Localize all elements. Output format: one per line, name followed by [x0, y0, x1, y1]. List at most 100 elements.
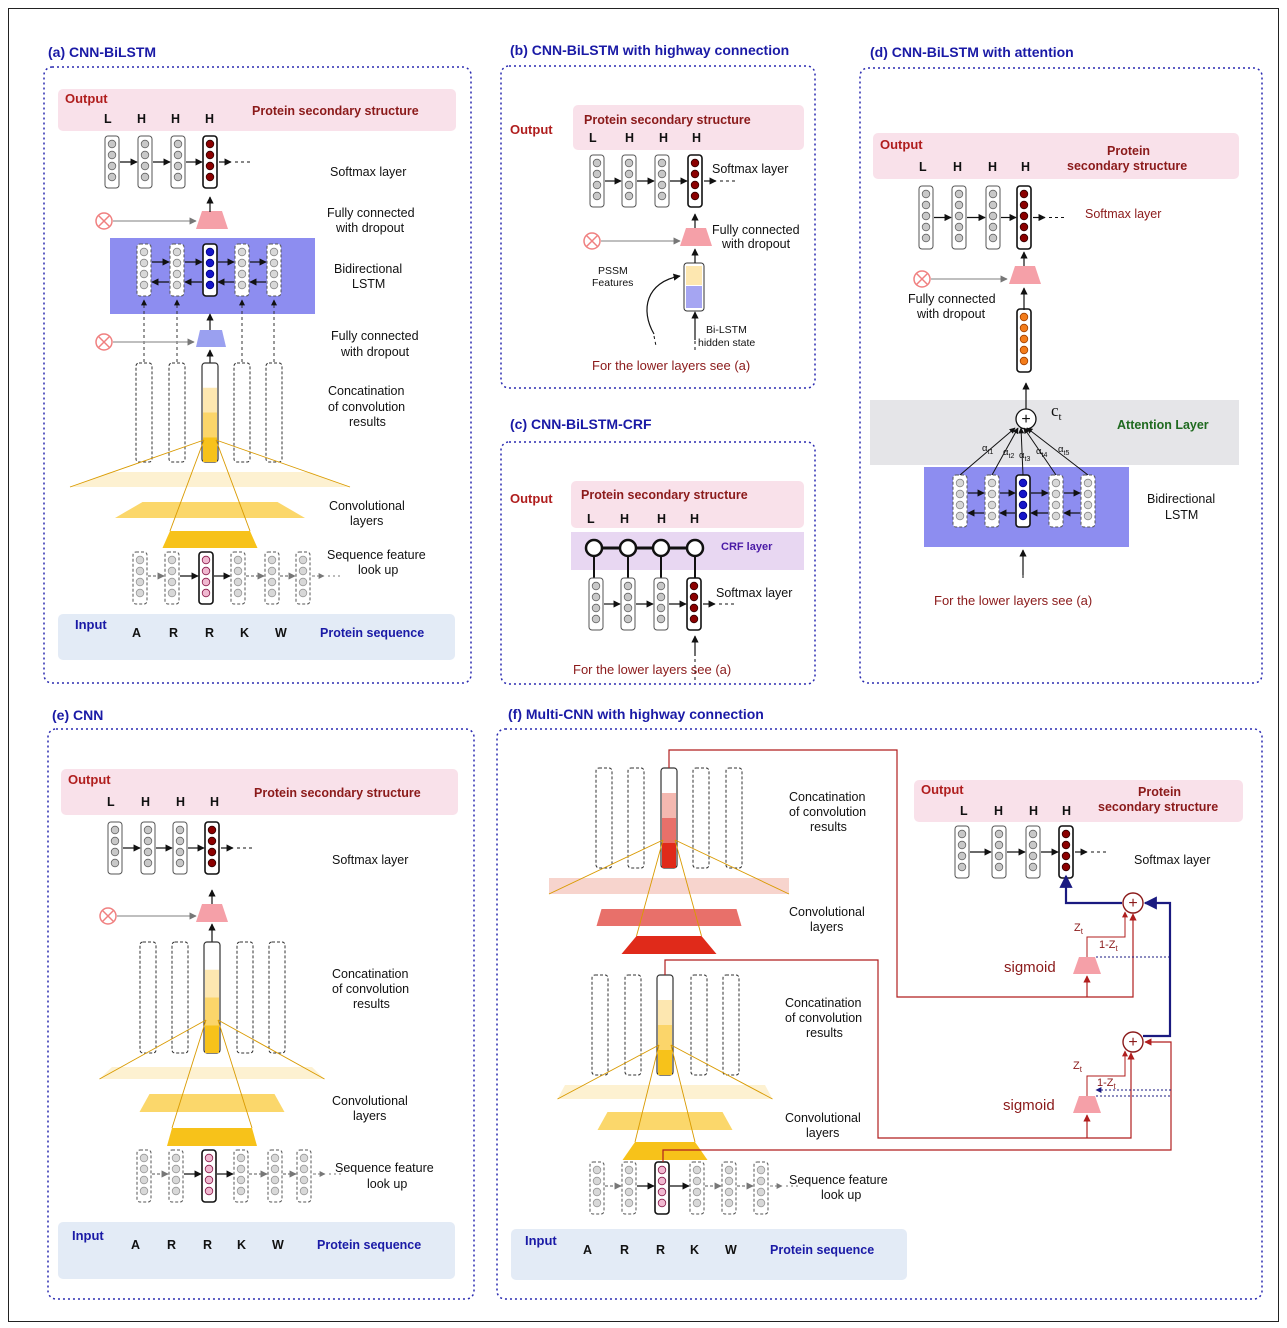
vector-unit [173, 139, 183, 149]
vector-unit [139, 269, 149, 279]
vector-unit [957, 829, 967, 839]
receptive-line [670, 1044, 696, 1143]
input-letter: W [275, 626, 287, 640]
fc-label-1: Fully connected [327, 206, 415, 220]
attention-arrow [959, 427, 1016, 476]
panel-f-border [496, 728, 1263, 1300]
vector-unit [656, 581, 666, 591]
highway-blue-line [1143, 896, 1172, 1038]
conv-layer [167, 1128, 257, 1146]
output-letter: H [620, 512, 629, 526]
receptive-line [217, 1019, 253, 1129]
vector-unit [624, 1165, 634, 1175]
context-vector [1016, 308, 1032, 373]
concat-vector [595, 767, 613, 869]
vector-unit [994, 851, 1004, 861]
seq-label-1: Sequence feature [327, 548, 426, 562]
lower-layers-note: For the lower layers see (a) [592, 358, 750, 373]
dropout-icon [95, 212, 113, 230]
vector-unit [1083, 500, 1093, 510]
vector-unit [139, 1164, 149, 1174]
pssm-label-2: Features [592, 277, 633, 289]
vector-unit [139, 280, 149, 290]
vector-unit [623, 614, 633, 624]
vector-unit [110, 847, 120, 857]
ct-label: ct [1051, 401, 1062, 423]
vector-unit [957, 840, 967, 850]
panel-d: (d) CNN-BiLSTM with attention Output Pro… [859, 44, 1263, 684]
vector-unit [921, 200, 931, 210]
vector-unit [756, 1198, 766, 1208]
concat-segment [662, 818, 676, 843]
conv-layer [99, 1067, 325, 1079]
panel-b: (b) CNN-BiLSTM with highway connection O… [500, 42, 816, 389]
input-letter: W [272, 1238, 284, 1252]
alpha-weight: αt1 [982, 443, 993, 456]
vector-unit [298, 555, 308, 565]
output-letter: H [994, 804, 1003, 818]
output-band [58, 89, 456, 131]
vector-unit [269, 269, 279, 279]
vector-unit [657, 1165, 667, 1175]
vector-unit [269, 258, 279, 268]
input-letter: R [656, 1243, 665, 1257]
vector-unit [591, 581, 601, 591]
vector-unit [236, 1153, 246, 1163]
alpha-weight: αt5 [1058, 444, 1069, 457]
plus-icon: + [1128, 895, 1137, 912]
output-band [61, 769, 458, 815]
output-label: Output [880, 137, 923, 152]
conv-label-2: layers [810, 920, 843, 934]
output-letters: L H H H [960, 804, 1071, 818]
input-letters: A R R K W [583, 1243, 737, 1257]
vector-unit [756, 1176, 766, 1186]
concat-vector [268, 941, 286, 1054]
vector-unit [201, 577, 211, 587]
receptive-line [548, 839, 664, 895]
pss-label: Protein secondary structure [254, 786, 421, 800]
vector-unit [921, 211, 931, 221]
vector-unit [143, 858, 153, 868]
vector-unit [143, 825, 153, 835]
lower-layers-note: For the lower layers see (a) [573, 662, 731, 677]
vector-unit [135, 566, 145, 576]
dropout-icon [99, 907, 117, 925]
vector-unit [269, 247, 279, 257]
vector-unit [270, 1153, 280, 1163]
conv-layer [162, 531, 258, 548]
vector-unit [624, 1187, 634, 1197]
vector-unit [171, 1153, 181, 1163]
concat-vector [591, 974, 609, 1076]
vector-unit [139, 1175, 149, 1185]
pss-label-1: Protein [1107, 144, 1150, 158]
output-letter: H [1021, 160, 1030, 174]
output-letters: L H H H [104, 112, 214, 126]
vector-unit [690, 180, 700, 190]
vector-unit [173, 172, 183, 182]
vector-unit [1061, 862, 1071, 872]
convolution-pyramid [69, 439, 351, 548]
vector-unit [233, 588, 243, 598]
sigmoid-gate [1073, 1096, 1101, 1113]
vector-unit [624, 158, 634, 168]
conv-label-1: Convolutional [329, 499, 405, 513]
output-band [873, 133, 1239, 179]
vector-unit [110, 858, 120, 868]
vector-unit [592, 1176, 602, 1186]
panel-f: (f) Multi-CNN with highway connection Co… [496, 706, 1263, 1300]
plus-icon: + [1021, 411, 1030, 428]
receptive-line [670, 1044, 773, 1100]
vector-unit [298, 566, 308, 576]
hidden-segment [686, 286, 702, 308]
output-band [571, 481, 804, 528]
panel-a-title: (a) CNN-BiLSTM [48, 44, 156, 60]
concat-vector [135, 362, 153, 463]
concat-vector [168, 362, 186, 463]
concat-label-3: results [806, 1026, 843, 1040]
vector-unit [921, 189, 931, 199]
crf-label: CRF layer [721, 541, 773, 553]
concat-columns [139, 941, 286, 1054]
vector-unit [201, 588, 211, 598]
vector-unit [692, 1165, 702, 1175]
concat-vector [236, 941, 254, 1054]
